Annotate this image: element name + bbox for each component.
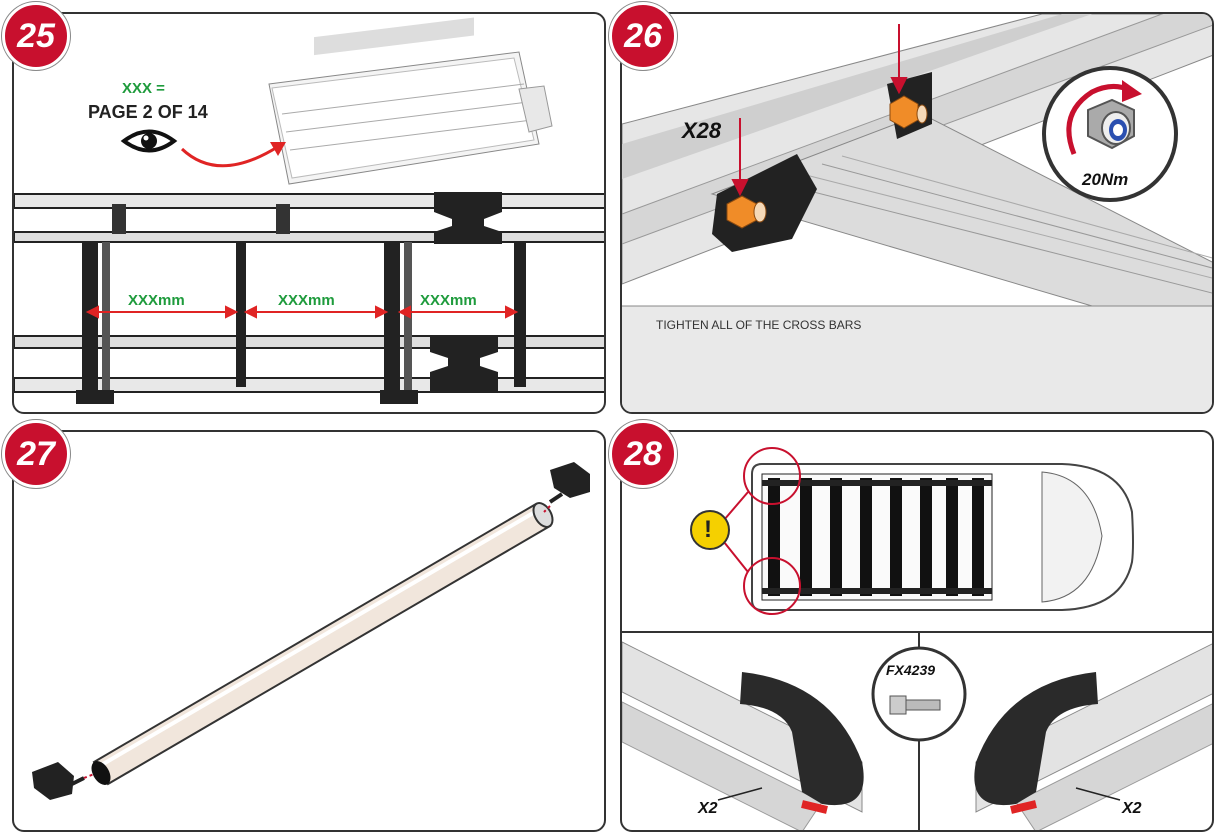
page-reference: PAGE 2 OF 14 bbox=[88, 102, 208, 122]
rotate-arrow-icon bbox=[1066, 80, 1142, 155]
quantity-label-left: X2 bbox=[698, 800, 718, 817]
quantity-label-right: X2 bbox=[1122, 800, 1142, 817]
corner-fitting-right-image bbox=[974, 643, 1212, 830]
nut-icon-1 bbox=[726, 195, 767, 229]
nut-icon-2 bbox=[889, 95, 928, 129]
measurement-lines bbox=[85, 305, 519, 319]
roof-rack-top-view bbox=[14, 192, 604, 404]
step-26-panel: X28 20Nm TIGHTEN ALL OF THE CROSS BARS bbox=[620, 12, 1214, 414]
torque-value: 20Nm bbox=[1082, 170, 1129, 189]
step-badge-28: 28 bbox=[609, 420, 677, 488]
step-badge-27: 27 bbox=[2, 420, 70, 488]
xxx-equals-label: XXX = bbox=[122, 80, 165, 97]
step-badge-26: 26 bbox=[609, 2, 677, 70]
corner-fitting-left-image bbox=[622, 641, 864, 830]
step-26-illustration bbox=[622, 14, 1212, 412]
measurement-label-2: XXXmm bbox=[276, 292, 337, 309]
red-curved-arrow bbox=[180, 144, 280, 168]
measurement-label-3: XXXmm bbox=[418, 292, 479, 309]
highlight-circle-bottom bbox=[743, 557, 801, 615]
warning-symbol: ! bbox=[704, 516, 712, 543]
torque-callout bbox=[1042, 66, 1178, 202]
step-27-panel bbox=[12, 430, 606, 832]
bolt-callout bbox=[871, 646, 967, 742]
measurement-label-1: XXXmm bbox=[126, 292, 187, 309]
step-25-illustration bbox=[14, 17, 604, 404]
part-code: FX4239 bbox=[886, 662, 936, 678]
step-28-panel: ! FX4239 X2 X2 bbox=[620, 430, 1214, 832]
van-top-view-image bbox=[751, 463, 1134, 611]
down-arrow-icon bbox=[731, 24, 908, 197]
eye-icon bbox=[120, 129, 178, 153]
step-badge-25: 25 bbox=[2, 2, 70, 70]
quantity-label-x28: X28 bbox=[682, 118, 722, 143]
highlight-circle-top bbox=[743, 447, 801, 505]
step-27-illustration bbox=[32, 462, 590, 800]
instruction-sheet-image bbox=[268, 17, 553, 185]
warning-icon bbox=[690, 510, 730, 550]
step-28-illustration bbox=[622, 447, 1212, 830]
instruction-text: TIGHTEN ALL OF THE CROSS BARS bbox=[656, 318, 862, 332]
tube-crossbar-image bbox=[91, 502, 554, 786]
step-25-panel: XXX = PAGE 2 OF 14 XXXmm XXXmm XXXmm bbox=[12, 12, 606, 414]
end-cap-icon bbox=[32, 462, 590, 800]
